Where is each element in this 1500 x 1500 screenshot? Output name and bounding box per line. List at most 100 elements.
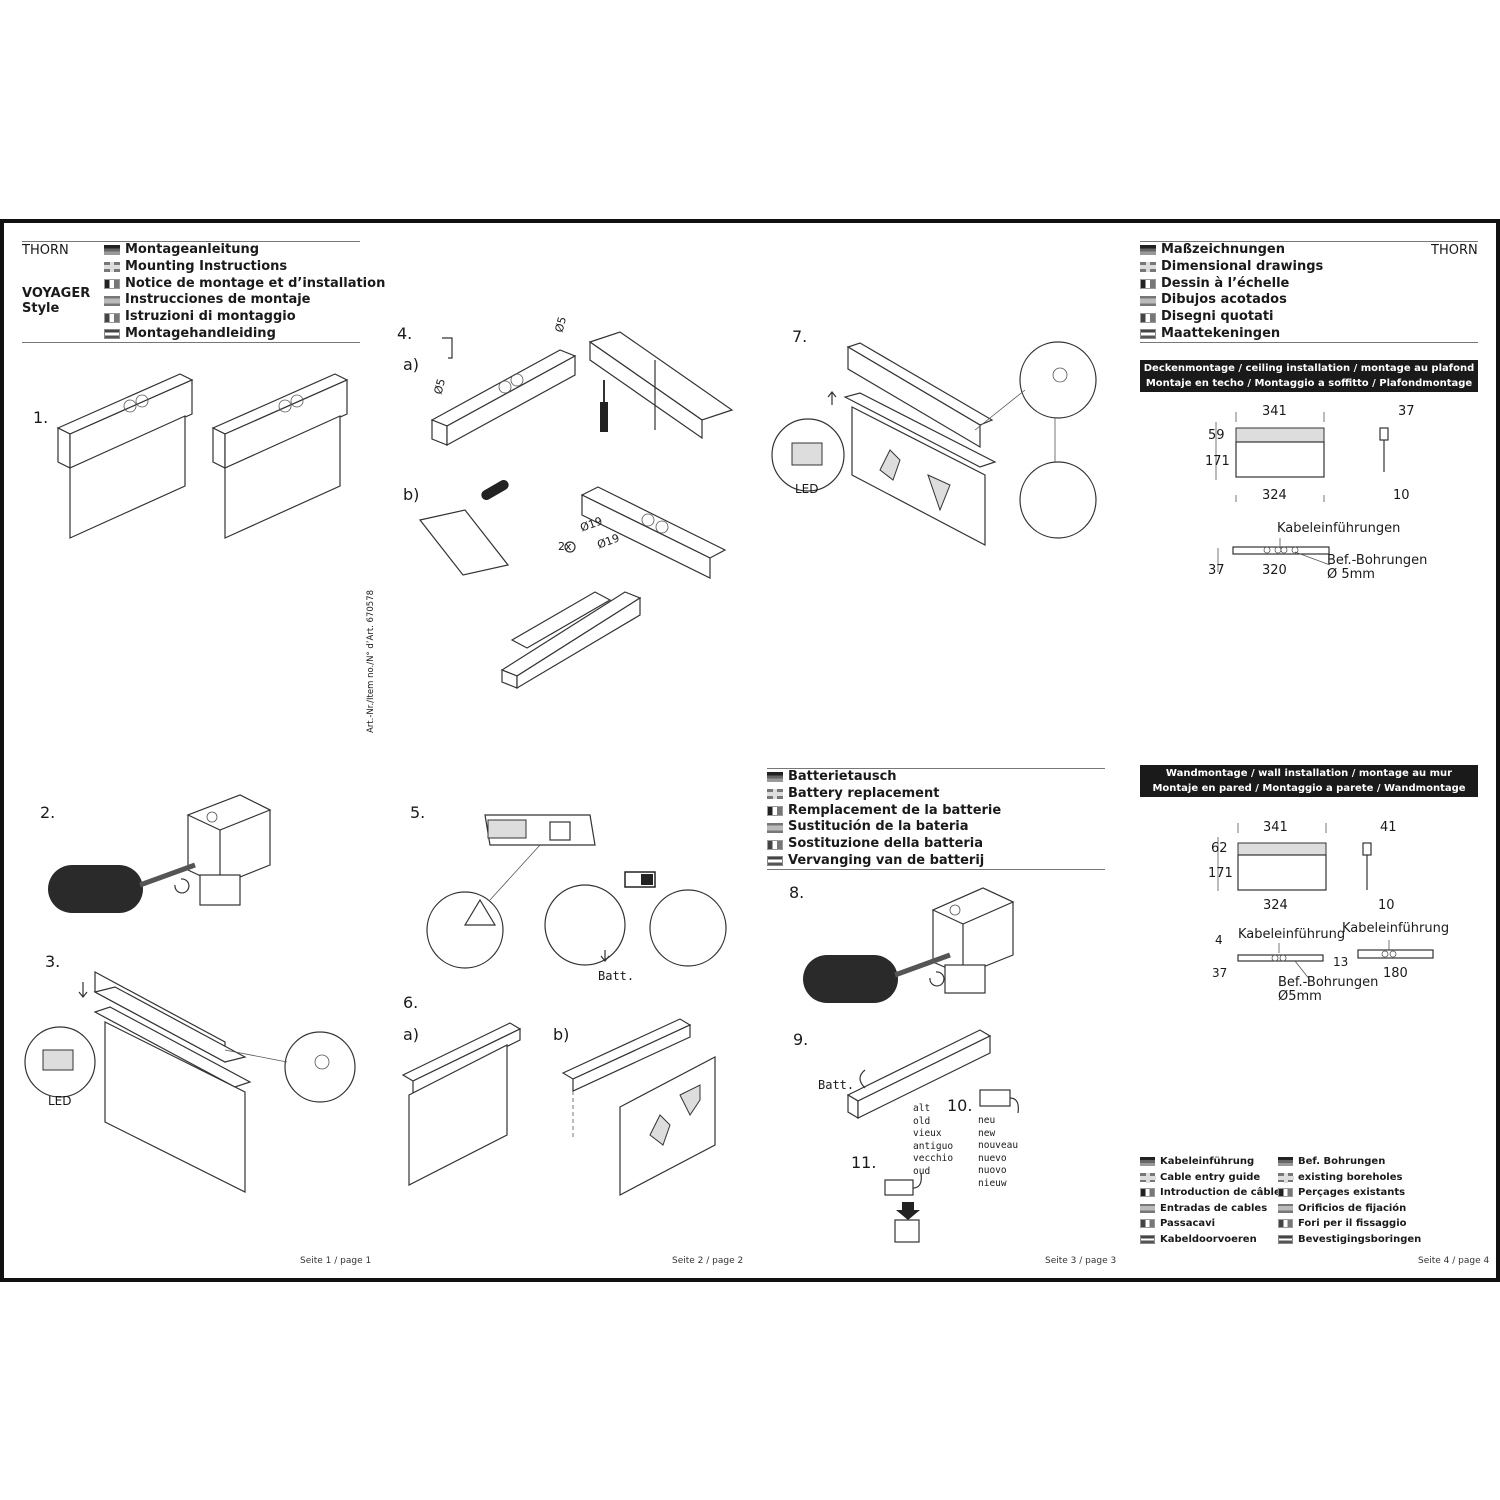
battery-header-top-rule [767,768,1105,769]
main-title-item-fr: Notice de montage et d’installation [104,276,385,293]
new-word: nouveau [978,1140,1019,1151]
wall-boreholes-label: Bef.-Bohrungen [1278,975,1379,990]
step-10-label: 10. [947,1096,973,1115]
ceiling-banner-line2: Montaje en techo / Montaggio a soffitto … [1145,378,1473,389]
article-number: Art.-Nr./Item no./N° d’Art. 670578 [366,589,376,733]
flag-es-icon [1140,295,1156,306]
battery-label-detail-circle [649,889,727,967]
flag-de-icon [1140,245,1156,256]
dim-header-top-rule [1140,241,1478,242]
screwdriver-icon [48,865,143,913]
step-2-drawing [48,794,272,913]
flag-nl-icon [1140,1234,1155,1244]
legend-bore-item-gb: existing boreholes [1278,1170,1421,1186]
new-battery-icon [979,1089,1019,1114]
wall-side-distance: 180 [1383,966,1408,981]
step-7-screw-detail-top [1019,341,1097,419]
main-title-item-gb: Mounting Instructions [104,259,385,276]
flag-fr-icon [767,805,783,816]
battery-title-item-es: Sustitución de la bateria [767,819,1001,836]
flag-fr-icon [104,278,120,289]
exit-arrow-icon [679,1084,701,1116]
wall-side-height: 13 [1333,955,1349,969]
step-9-label: 9. [793,1030,809,1049]
flag-nl-icon [767,856,783,867]
step-4-label: 4. [397,324,413,343]
step-7-label: 7. [792,327,808,346]
main-title-item-es: Instrucciones de montaje [104,292,385,309]
dim-title-text: Disegni quotati [1161,309,1274,325]
wall-cable-entry-left: Kabeleinführung [1238,927,1346,942]
screwdriver-small-icon [600,402,608,432]
new-word: nieuw [978,1177,1007,1189]
flag-de-icon [767,772,783,783]
flag-gb-icon [1140,262,1156,273]
step-8-label: 8. [789,883,805,902]
wall-depth-top: 41 [1380,820,1397,835]
main-title-text: Notice de montage et d’installation [125,275,386,291]
battery-title-item-nl: Vervanging van de batterij [767,853,1001,870]
old-battery-icon [884,1172,922,1196]
legend-bore-text: Perçages existants [1298,1187,1406,1198]
dim-title-item-nl: Maattekeningen [1140,326,1323,343]
legend-bore-item-es: Orificios de fijación [1278,1201,1421,1217]
ceiling-plate-thickness: 10 [1393,488,1410,503]
step-5-batt-label: Batt. [598,969,635,983]
running-man-icon [649,1114,671,1146]
main-title-item-de: Montageanleitung [104,242,385,259]
flag-gb-icon [767,789,783,800]
ceiling-bore-diameter: Ø 5mm [1327,567,1375,582]
legend-bore-text: Fori per il fissaggio [1298,1218,1407,1229]
flag-it-icon [1140,312,1156,323]
flag-de-icon [104,245,120,256]
legend-cable-text: Cable entry guide [1160,1171,1261,1183]
step-7-screw-detail-bottom [1019,461,1097,539]
step-4a-label: a) [403,355,420,374]
product-line2: Style [22,301,60,316]
battery-title-text: Batterietausch [788,769,897,784]
step-3-drawing [24,970,356,1193]
legend-cable-item-gb: Cable entry guide [1140,1170,1281,1186]
step-1-label: 1. [33,408,49,427]
flag-fr-icon [1140,278,1156,289]
battery-title-text: Sostituzione della batteria [788,836,984,852]
flag-gb-icon [104,262,120,273]
flag-nl-icon [1278,1234,1293,1244]
battery-title-item-fr: Remplacement de la batterie [767,803,1001,820]
flag-gb-icon [1140,1172,1156,1183]
main-title-text: Instrucciones de montaje [125,292,311,308]
legend-cable-item-es: Entradas de cables [1140,1201,1281,1217]
new-word: new [978,1127,996,1139]
step-6-label: 6. [403,993,419,1012]
grommet-count-label: 2x [558,540,572,553]
main-title-item-nl: Montagehandleiding [104,326,385,343]
dim-title-text: Dibujos acotados [1161,292,1287,308]
ceiling-height-top: 59 [1208,428,1225,443]
dim-title-item-fr: Dessin à l’échelle [1140,276,1323,293]
step-3-led-label: LED [48,1094,72,1108]
flag-fr-icon [1140,1188,1155,1198]
product-line1: VOYAGER [22,286,91,301]
battery-title-text: Battery replacement [788,785,940,801]
wall-banner: Wandmontage / wall installation / montag… [1140,765,1478,797]
legend-cable-item-fr: Introduction de câble [1140,1185,1281,1201]
dim-title-item-es: Dibujos acotados [1140,292,1323,309]
header-top-rule [22,241,360,242]
new-word: neu [978,1115,996,1126]
page-footer-3: Seite 3 / page 3 [1045,1256,1117,1266]
legend-bore-text: Bevestigingsboringen [1298,1233,1422,1245]
step-7-exit-arrow-icon [927,474,951,512]
step-8-drawing [803,887,1015,1003]
ceiling-cable-entry-label: Kabeleinführungen [1277,521,1401,536]
page-footer-1: Seite 1 / page 1 [300,1256,372,1266]
wall-width-bottom: 324 [1263,898,1288,913]
main-title-item-it: Istruzioni di montaggio [104,309,385,326]
step-11-label: 11. [851,1153,877,1172]
legend-cable-text: Passacavi [1160,1218,1216,1229]
new-word: nuevo [978,1152,1007,1164]
battery-title-text: Sustitución de la bateria [788,819,969,835]
old-word: antiguo [913,1140,954,1152]
